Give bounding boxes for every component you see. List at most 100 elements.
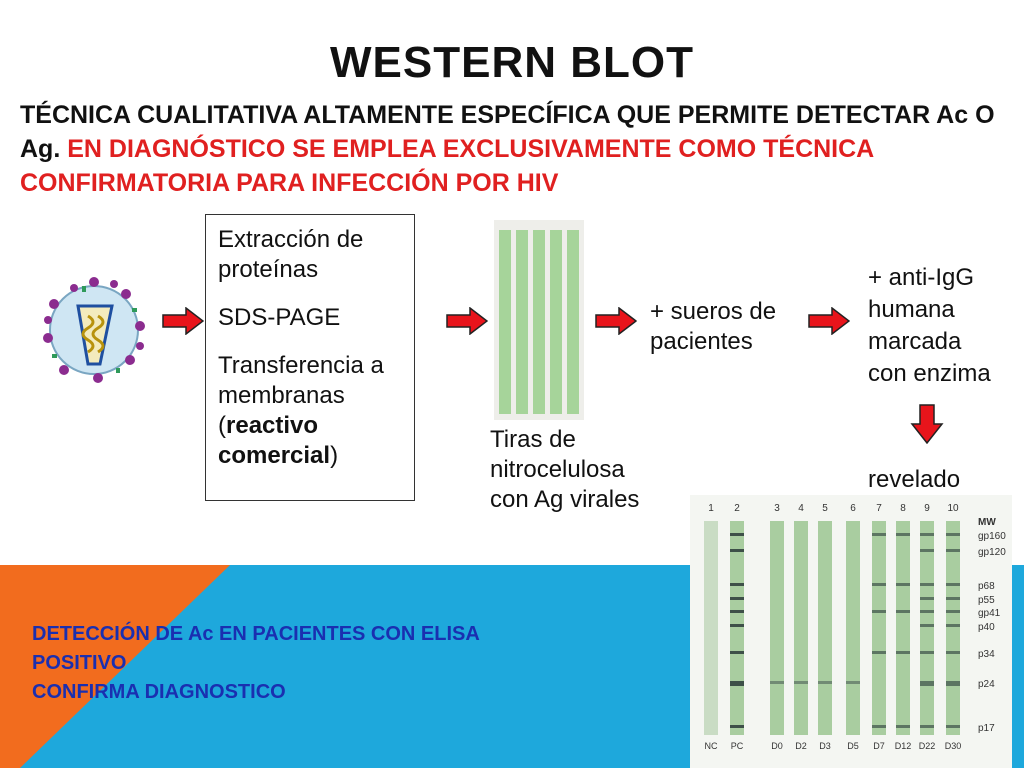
- blot-band: [846, 681, 860, 684]
- blot-marker-label: p24: [978, 679, 995, 690]
- hiv-virion-illustration: [43, 277, 145, 383]
- blot-band: [730, 624, 744, 627]
- anti-igg-label: + anti-IgG humana marcada con enzima: [868, 264, 991, 387]
- blot-band: [920, 597, 934, 600]
- reveal-label: revelado: [868, 466, 961, 493]
- blot-lane: [730, 521, 744, 735]
- blot-marker-label: p17: [978, 723, 995, 734]
- blot-lane-number: 8: [900, 503, 906, 514]
- blot-band: [946, 597, 960, 600]
- blot-lane: [704, 521, 718, 735]
- blot-band: [946, 533, 960, 536]
- blot-band: [896, 533, 910, 536]
- blot-band: [920, 651, 934, 654]
- blot-band: [730, 610, 744, 613]
- blot-band: [946, 651, 960, 654]
- blot-band: [920, 583, 934, 586]
- blot-lane-number: 9: [924, 503, 930, 514]
- strips-caption: Tiras de nitrocelulosa con Ag virales: [490, 426, 640, 513]
- blot-band: [730, 549, 744, 552]
- blot-lane-code: D7: [873, 741, 885, 751]
- blot-mw-header: MW: [978, 517, 996, 528]
- blot-band: [794, 681, 808, 684]
- blot-marker-label: gp160: [978, 531, 1006, 542]
- blot-band: [872, 533, 886, 536]
- blot-band: [896, 651, 910, 654]
- arrow-down-icon: [910, 404, 944, 444]
- step-sds-page: SDS-PAGE: [218, 304, 341, 331]
- step-transfer: Transferencia a membranas (reactivo come…: [218, 352, 384, 469]
- slide-title: WESTERN BLOT: [330, 38, 694, 87]
- blot-lane-number: 6: [850, 503, 856, 514]
- blot-lane-code: D30: [945, 741, 962, 751]
- blot-band: [946, 549, 960, 552]
- arrow-right-icon: [446, 307, 488, 335]
- blot-marker-label: p34: [978, 649, 995, 660]
- protein-preparation-box: Extracción de proteínas SDS-PAGE Transfe…: [205, 214, 415, 501]
- blot-lane-number: 1: [708, 503, 714, 514]
- blot-band: [920, 533, 934, 536]
- lead-highlight: EN DIAGNÓSTICO SE EMPLEA EXCLUSIVAMENTE …: [20, 135, 874, 197]
- blot-lane-number: 7: [876, 503, 882, 514]
- blot-lane-code: D0: [771, 741, 783, 751]
- blot-marker-label: p55: [978, 595, 995, 606]
- blot-band: [946, 624, 960, 627]
- blot-band: [872, 583, 886, 586]
- blot-band: [896, 725, 910, 728]
- arrow-right-icon: [808, 307, 850, 335]
- blot-lane-number: 3: [774, 503, 780, 514]
- blot-band: [896, 583, 910, 586]
- blot-band: [770, 681, 784, 684]
- blot-band: [730, 651, 744, 654]
- blot-lane-code: D3: [819, 741, 831, 751]
- blot-marker-label: gp41: [978, 608, 1001, 619]
- blot-lane-code: PC: [731, 741, 744, 751]
- blot-band: [872, 610, 886, 613]
- blot-lane: [846, 521, 860, 735]
- blot-lane-code: D22: [919, 741, 936, 751]
- arrow-right-icon: [162, 307, 204, 335]
- banner-text: DETECCIÓN DE Ac EN PACIENTES CON ELISA P…: [32, 623, 480, 703]
- blot-band: [730, 533, 744, 536]
- blot-lane: [794, 521, 808, 735]
- blot-band: [818, 681, 832, 684]
- blot-band: [730, 597, 744, 600]
- blot-band: [946, 725, 960, 728]
- blot-lane: [872, 521, 886, 735]
- lead-paragraph: TÉCNICA CUALITATIVA ALTAMENTE ESPECÍFICA…: [20, 98, 1010, 200]
- blot-band: [872, 725, 886, 728]
- blot-band: [730, 583, 744, 586]
- step-protein-extraction: Extracción de proteínas: [218, 226, 364, 283]
- patient-sera-label: + sueros de pacientes: [650, 298, 777, 355]
- blot-lane-number: 4: [798, 503, 804, 514]
- blot-lane: [946, 521, 960, 735]
- blot-band: [896, 610, 910, 613]
- blot-lane-code: D5: [847, 741, 859, 751]
- blot-lane-number: 2: [734, 503, 740, 514]
- blot-band: [730, 681, 744, 686]
- blot-band: [872, 651, 886, 654]
- blot-lane: [920, 521, 934, 735]
- blot-lane-code: NC: [705, 741, 718, 751]
- blot-lane: [896, 521, 910, 735]
- blot-marker-label: gp120: [978, 547, 1006, 558]
- arrow-right-icon: [595, 307, 637, 335]
- blot-lane-code: D12: [895, 741, 912, 751]
- blot-lane-number: 10: [947, 503, 959, 514]
- blot-band: [920, 725, 934, 728]
- blot-band: [946, 681, 960, 686]
- blot-lane: [770, 521, 784, 735]
- blot-lane-code: D2: [795, 741, 807, 751]
- blot-marker-label: p68: [978, 581, 995, 592]
- nitrocellulose-strips-image: [494, 220, 584, 420]
- blot-band: [920, 610, 934, 613]
- blot-lane: [818, 521, 832, 735]
- blot-band: [730, 725, 744, 728]
- blot-band: [946, 583, 960, 586]
- blot-marker-label: p40: [978, 622, 995, 633]
- blot-band: [920, 549, 934, 552]
- blot-lane-number: 5: [822, 503, 828, 514]
- lead-text: TÉCNICA CUALITATIVA ALTAMENTE ESPECÍFICA…: [20, 101, 995, 163]
- blot-band: [920, 681, 934, 686]
